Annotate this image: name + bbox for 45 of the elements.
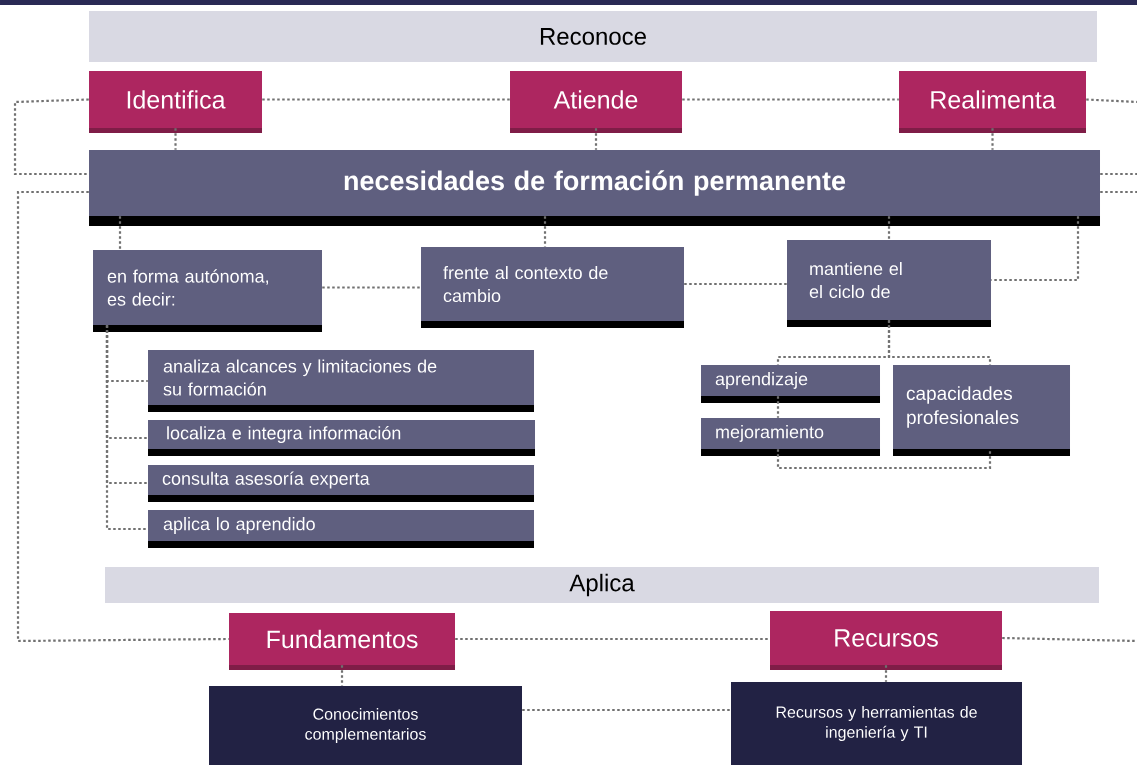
- text-box: aprendizaje: [701, 365, 880, 403]
- text-box: analiza alcances y limitaciones de su formación: [148, 350, 534, 412]
- text-box: localiza e integra información: [148, 420, 535, 456]
- connector-line: [776, 449, 992, 470]
- verb-box: Identifica: [89, 71, 262, 133]
- connector-line: [118, 216, 122, 250]
- text-box: frente al contexto de cambio: [421, 247, 684, 328]
- text-box: capacidades profesionales: [893, 365, 1070, 456]
- verb-box: Recursos: [770, 611, 1002, 670]
- connector-line: [455, 637, 770, 641]
- text-box: consulta asesoría experta: [148, 465, 534, 502]
- connector-line: [1002, 636, 1137, 643]
- verb-box: Atiende: [510, 71, 682, 133]
- verb-box: Fundamentos: [229, 613, 455, 670]
- connector-line: [991, 128, 994, 150]
- connector-line: [684, 282, 787, 286]
- resource-box: Recursos y herramientas de ingeniería y TI: [731, 682, 1022, 765]
- connector-line: [340, 665, 344, 686]
- connector-line: [991, 216, 1080, 282]
- connector-line: [322, 286, 421, 289]
- verb-box: Realimenta: [899, 71, 1086, 133]
- connector-line: [594, 128, 598, 150]
- text-box: mantiene el el ciclo de: [787, 240, 991, 327]
- connector-line: [1100, 190, 1137, 194]
- connector-line: [543, 216, 547, 247]
- connector-line: [13, 98, 89, 176]
- connector-line: [16, 190, 229, 643]
- connector-line: [105, 325, 148, 531]
- connector-line: [682, 98, 899, 101]
- concept-box: necesidades de formación permanente: [89, 150, 1100, 226]
- text-box: mejoramiento: [701, 418, 880, 456]
- connector-line: [522, 708, 731, 712]
- text-box: aplica lo aprendido: [148, 510, 534, 548]
- text-box: en forma autónoma, es decir:: [93, 250, 322, 332]
- connector-line: [262, 98, 510, 101]
- connector-line: [1100, 172, 1137, 176]
- connector-line: [887, 320, 992, 365]
- connector-line: [884, 665, 888, 682]
- connector-line: [887, 216, 891, 240]
- title-band: Reconoce: [89, 11, 1097, 62]
- connector-line: [174, 128, 177, 150]
- resource-box: Conocimientos complementarios: [209, 686, 522, 765]
- title-band: Aplica: [105, 567, 1099, 603]
- connector-line: [1086, 98, 1137, 104]
- connector-line: [776, 396, 780, 418]
